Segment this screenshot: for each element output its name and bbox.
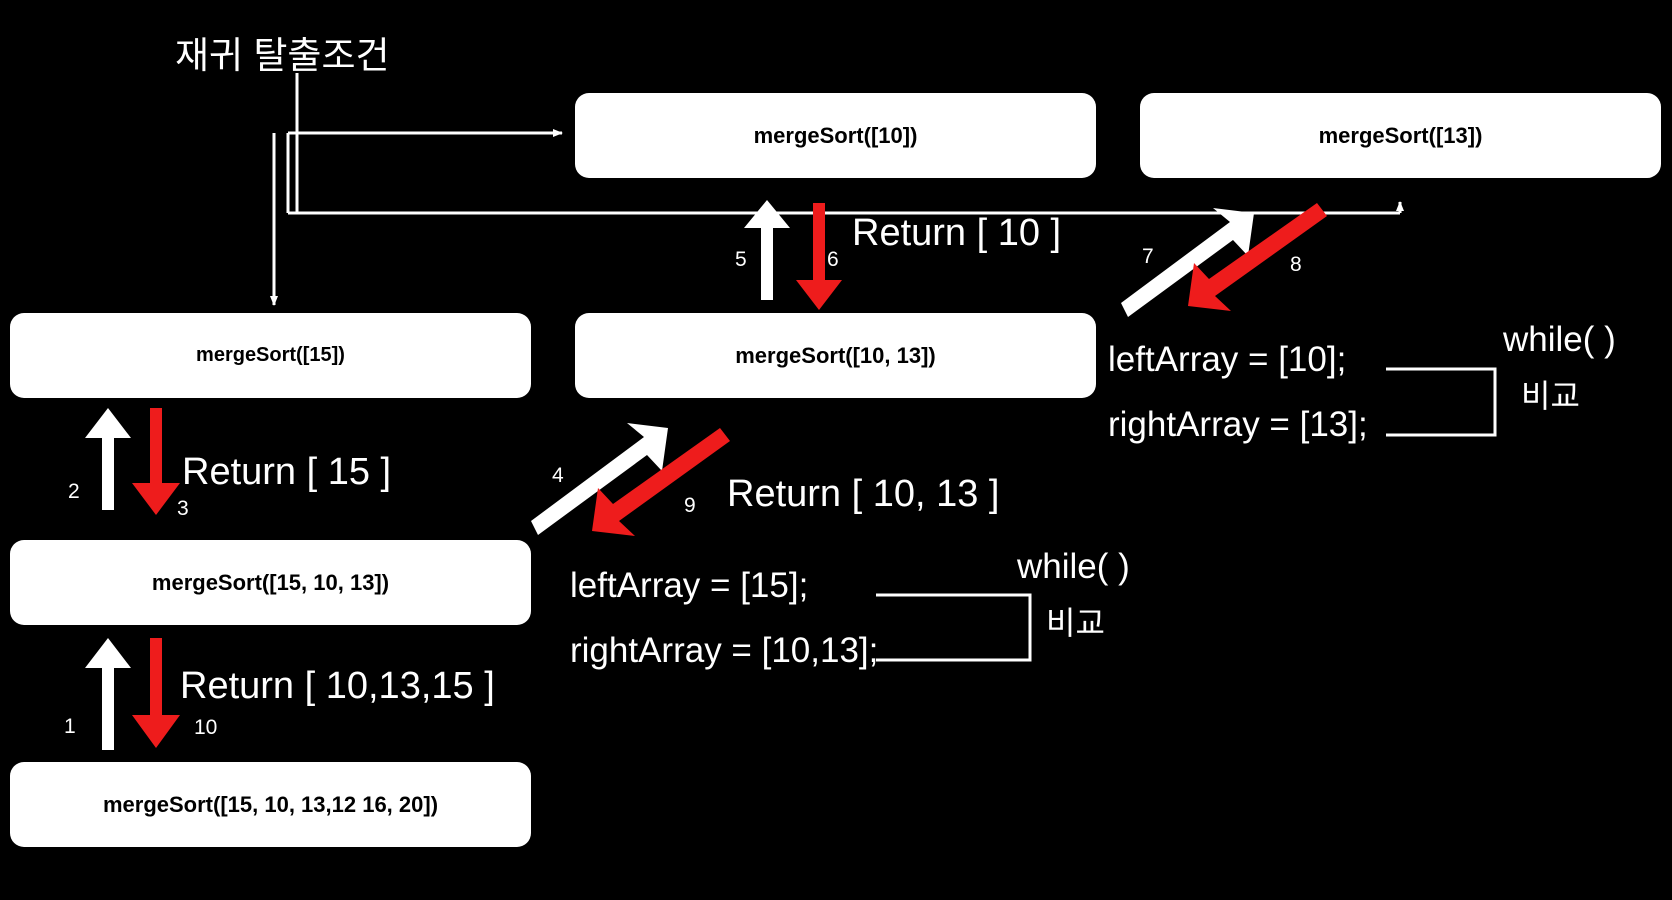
arrow-step-3 [132,408,180,515]
node-mergesort-full[interactable]: mergeSort([15, 10, 13,12 16, 20]) [10,762,531,847]
return-label-10-13: Return [ 10, 13 ] [727,473,1000,515]
node-label: mergeSort([15, 10, 13,12 16, 20]) [102,791,439,817]
arrow-step-1 [85,638,131,750]
node-mergesort-15-10-13[interactable]: mergeSort([15, 10, 13]) [10,540,531,625]
lower-while-label: while( ) [1017,547,1130,586]
bracket-lower [876,593,1032,662]
node-label: mergeSort([15]) [196,344,345,366]
return-label-10-13-15: Return [ 10,13,15 ] [180,665,495,707]
step-number-10: 10 [194,716,218,739]
upper-compare-label: 비교 [1521,378,1580,414]
arrow-step-5 [744,200,790,300]
node-mergesort-10-13[interactable]: mergeSort([10, 13]) [575,313,1096,398]
step-number-1: 1 [64,715,76,738]
step-number-4: 4 [552,464,564,487]
step-number-3: 3 [177,497,189,520]
step-number-5: 5 [735,248,747,271]
arrow-step-9 [592,428,730,536]
upper-while-label: while( ) [1503,320,1616,359]
arrow-step-2 [85,408,131,510]
return-label-15: Return [ 15 ] [182,451,392,493]
lower-right-array-line: rightArray = [10,13]; [570,631,879,670]
node-mergesort-13[interactable]: mergeSort([13]) [1140,93,1661,178]
return-label-10: Return [ 10 ] [852,212,1062,254]
node-label: mergeSort([15, 10, 13]) [151,569,390,595]
lower-left-array-line: leftArray = [15]; [570,566,809,605]
lower-compare-label: 비교 [1046,605,1105,641]
page-title: 재귀 탈출조건 [175,35,390,76]
node-label: mergeSort([10, 13]) [735,342,936,368]
step-number-8: 8 [1290,253,1302,276]
node-label: mergeSort([10]) [753,122,918,148]
step-number-7: 7 [1142,245,1154,268]
arrow-step-8 [1188,203,1327,311]
bracket-upper [1386,367,1497,437]
arrow-step-4 [531,423,668,535]
step-number-9: 9 [684,494,696,517]
node-mergesort-15[interactable]: mergeSort([15]) [10,313,531,398]
arrow-step-6 [796,203,842,310]
title-connector-lines [270,73,1404,306]
step-number-6: 6 [827,248,839,271]
arrow-step-7 [1121,208,1254,317]
arrow-step-10 [132,638,180,748]
node-mergesort-10[interactable]: mergeSort([10]) [575,93,1096,178]
step-number-2: 2 [68,480,80,503]
upper-left-array-line: leftArray = [10]; [1108,340,1347,379]
node-label: mergeSort([13]) [1318,122,1483,148]
upper-right-array-line: rightArray = [13]; [1108,405,1368,444]
